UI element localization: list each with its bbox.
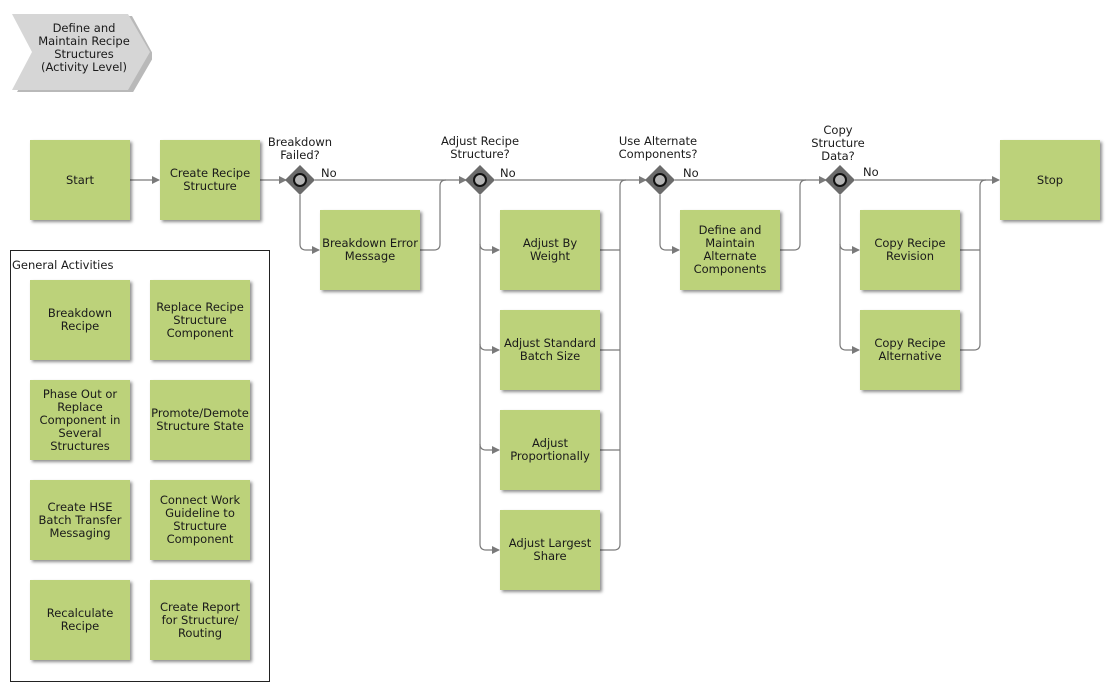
general-activity[interactable]: Replace Recipe Structure Component bbox=[150, 280, 250, 360]
create-recipe-structure[interactable]: Create Recipe Structure bbox=[160, 140, 260, 220]
adjust-by-weight[interactable]: Adjust By Weight bbox=[500, 210, 600, 290]
connector-adjust-merge bbox=[600, 179, 627, 551]
connector-gw4-rev bbox=[839, 195, 860, 254]
adjust-standard-batch-size[interactable]: Adjust Standard Batch Size bbox=[500, 310, 600, 390]
general-activity[interactable]: Create HSE Batch Transfer Messaging bbox=[30, 480, 130, 560]
gateway-breakdown-failed[interactable] bbox=[285, 165, 315, 195]
connector-copy-merge bbox=[960, 179, 987, 351]
gateway-adjust-recipe[interactable] bbox=[465, 165, 495, 195]
connector-gw2-weight bbox=[479, 195, 500, 254]
gateway-alternate-no-label: No bbox=[683, 166, 699, 180]
general-activities-title: General Activities bbox=[12, 258, 114, 272]
start-event[interactable]: Start bbox=[30, 140, 130, 220]
process-chevron-shape bbox=[12, 14, 152, 92]
stop-event[interactable]: Stop bbox=[1000, 140, 1100, 220]
connector-gw1-yes bbox=[299, 195, 320, 254]
gateway-adjust-no-label: No bbox=[500, 166, 516, 180]
process-title: Define and Maintain Recipe Structures (A… bbox=[38, 21, 130, 74]
gateway-copy-question: Copy Structure Data? bbox=[811, 123, 865, 163]
adjust-proportionally[interactable]: Adjust Proportionally bbox=[500, 410, 600, 490]
breakdown-error-message[interactable]: Breakdown Error Message bbox=[320, 210, 420, 290]
gateway-adjust-question: Adjust Recipe Structure? bbox=[440, 134, 520, 161]
general-activity[interactable]: Recalculate Recipe bbox=[30, 580, 130, 660]
general-activity[interactable]: Phase Out or Replace Component in Severa… bbox=[30, 380, 130, 460]
general-activity[interactable]: Promote/Demote Structure State bbox=[150, 380, 250, 460]
define-maintain-alternate-components[interactable]: Define and Maintain Alternate Components bbox=[680, 210, 780, 290]
adjust-largest-share[interactable]: Adjust Largest Share bbox=[500, 510, 600, 590]
connector-error-merge bbox=[420, 179, 447, 251]
connector-gw4-alt bbox=[839, 244, 860, 354]
copy-recipe-alternative[interactable]: Copy Recipe Alternative bbox=[860, 310, 960, 390]
general-activity[interactable]: Create Report for Structure/ Routing bbox=[150, 580, 250, 660]
gateway-breakdown-no-label: No bbox=[321, 166, 337, 180]
copy-recipe-revision[interactable]: Copy Recipe Revision bbox=[860, 210, 960, 290]
gateway-alternate-question: Use Alternate Components? bbox=[618, 134, 698, 161]
connector-gw3-yes bbox=[659, 195, 680, 254]
gateway-copy-structure[interactable] bbox=[825, 165, 855, 195]
general-activity[interactable]: Connect Work Guideline to Structure Comp… bbox=[150, 480, 250, 560]
connector-gw2-largest bbox=[479, 444, 500, 554]
gateway-breakdown-question: Breakdown Failed? bbox=[267, 135, 333, 162]
gateway-alternate-components[interactable] bbox=[645, 165, 675, 195]
general-activity[interactable]: Breakdown Recipe bbox=[30, 280, 130, 360]
connector-gw2-batch bbox=[479, 244, 500, 354]
connector-alt-merge bbox=[780, 179, 807, 251]
gateway-copy-no-label: No bbox=[863, 165, 879, 179]
connector-gw2-prop bbox=[479, 344, 500, 454]
